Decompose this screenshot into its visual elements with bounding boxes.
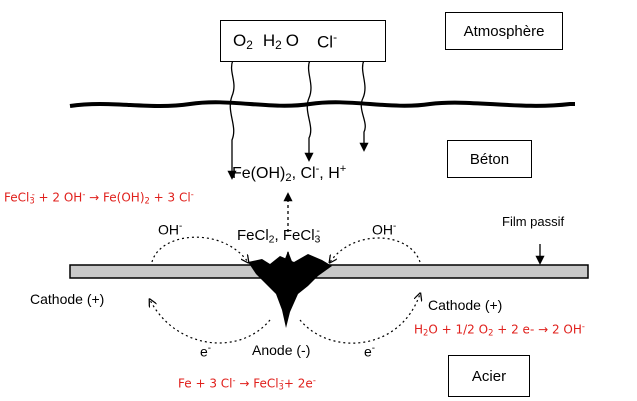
concrete-surface-line — [69, 100, 575, 108]
oh-right-arc — [330, 237, 421, 262]
electron-left-loop — [150, 300, 271, 344]
electron-left-label: e- — [200, 343, 212, 360]
electron-right-label: e- — [364, 343, 376, 360]
steel-label: Acier — [471, 367, 507, 385]
concrete-label: Béton — [469, 150, 510, 168]
chloride-formula: Cl- — [317, 29, 338, 52]
h2o-diffusion-arrow — [304, 59, 314, 162]
reaction-precipitation: FeCl3- + 2 OH- → Fe(OH)2 + 3 Cl- — [4, 189, 194, 206]
atmosphere-box: Atmosphère — [445, 12, 563, 50]
reaction-anodic: Fe + 3 Cl- → FeCl3-+ 2e- — [178, 375, 316, 392]
atmosphere-label: Atmosphère — [463, 22, 545, 40]
oh-left-arc — [151, 236, 248, 262]
concrete-box: Béton — [447, 140, 532, 178]
electron-right-loop — [299, 294, 420, 344]
o2-diffusion-arrow — [227, 59, 237, 180]
corrosion-products-label: Fe(OH)2, Cl-, H+ — [232, 163, 347, 184]
o2-formula: O2 — [233, 30, 253, 52]
cl-diffusion-arrow — [359, 59, 369, 152]
anode-label: Anode (-) — [252, 342, 311, 358]
iron-chlorides-label: FeCl2, FeCl3- — [237, 225, 321, 246]
cathode-left-label: Cathode (+) — [30, 291, 105, 307]
pit-up-arrowhead — [283, 251, 293, 264]
cathode-right-label: Cathode (+) — [428, 297, 503, 313]
reaction-cathodic: H2O + 1/2 O2 + 2 e- → 2 OH- — [414, 321, 585, 338]
hydroxide-left-label: OH- — [158, 221, 183, 238]
corrosion-pit — [248, 254, 332, 328]
passive-film-label: Film passif — [502, 214, 565, 229]
hydroxide-right-label: OH- — [372, 221, 397, 238]
steel-box: Acier — [448, 355, 530, 397]
